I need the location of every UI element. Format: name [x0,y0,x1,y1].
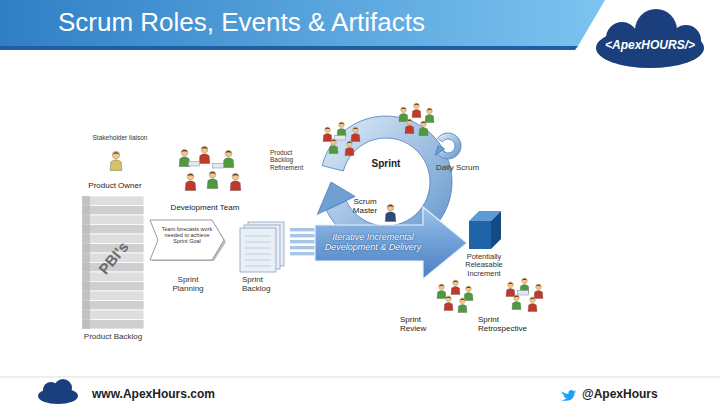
page-line [245,266,271,267]
event-label: Sprint Review [400,316,436,334]
role-label: Product Owner [78,182,152,191]
increment-cube-outline [455,207,513,253]
backlog-row [82,196,144,206]
event-label: Product Backlog Refinement [270,149,314,171]
event-label: Sprint Retrospective [478,316,538,334]
product-owner-figure [110,151,122,170]
role-note: Stakeholder liaison [84,134,156,141]
title-banner [0,0,605,50]
backlog-row [82,291,144,301]
page-line [245,260,271,261]
daily-scrum: Daily Scrum [424,130,494,180]
node-text: Daily Scrum [436,164,494,173]
backlog-index-column [82,196,90,329]
page-line [245,248,271,249]
node-text: Scrum Master [346,198,384,216]
flow-connector [290,228,315,258]
cube-front [469,221,491,249]
daily-scrum-outline [424,130,472,164]
scrum-master-figure [385,204,396,221]
sprint-planning-chevron: Team forecasts work needed to achieve Sp… [150,220,226,300]
backlog-row [82,234,144,244]
backlog-row [82,215,144,225]
daily-loop-arrow-body [437,133,461,159]
footer-rule [0,377,720,378]
node-text: Sprint Backlog [242,276,282,294]
footer-logo-cloud [38,379,78,404]
footer-handle: @ApexHours [582,388,702,401]
sprint-review-figures [437,280,473,313]
node-text: Team forecasts work needed to achieve Sp… [160,226,214,244]
backlog-row [82,301,144,311]
development-arrow: Iterative Incremental Development & Deli… [315,203,467,283]
page-line [245,242,271,243]
band-arrow-shape [315,207,467,279]
increment-cube: Potentially Releasable Increment [455,207,513,297]
backlog-row [82,320,144,330]
backlog-row [82,310,144,320]
backlog-row [82,272,144,282]
daily-loop-arrow-head [435,146,444,156]
product-backlog: PBI'sProduct Backlog [82,196,148,356]
backlog-row [82,225,144,235]
twitter-bird [560,390,576,401]
retrospective-figures [506,278,543,312]
backlog-row [82,206,144,216]
logo-text: <ApexHOURS/> [598,39,702,52]
page-line [245,254,271,255]
cube-side [491,211,501,249]
footer-url: www.ApexHours.com [92,388,312,401]
role-label: Development Team [160,204,250,213]
development-team-figures [179,146,241,190]
node-text: Potentially Releasable Increment [455,253,513,278]
backlog-page [240,228,276,272]
page-line [245,236,271,237]
node-text: Sprint Planning [168,276,208,294]
backlog-row [82,282,144,292]
slide-title: Scrum Roles, Events & Artifacts [58,8,578,37]
chevron-shape [150,220,224,260]
daily-loop-arrow [435,133,461,159]
logo-cloud [596,9,704,68]
node-text: Product Backlog [82,333,144,342]
node-text: Iterative Incremental Development & Deli… [321,232,425,252]
sprint-backlog-outline [240,222,286,274]
sprint-cycle-arrow-head [317,182,355,214]
node-text: Sprint [361,158,411,169]
sprint-backlog: Sprint Backlog [240,222,290,300]
